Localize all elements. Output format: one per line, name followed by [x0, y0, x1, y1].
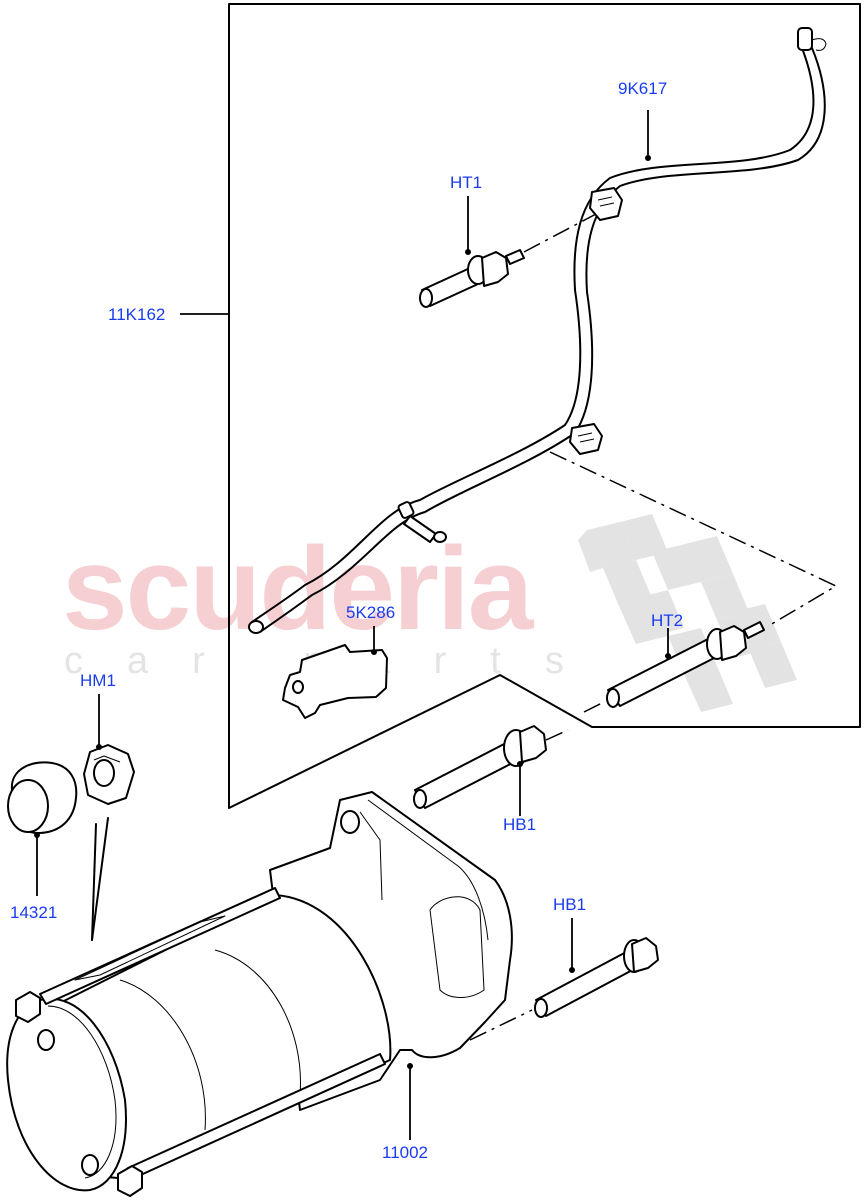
callout-ht1[interactable]: HT1: [450, 173, 483, 192]
hose-connector-upper: [589, 187, 623, 221]
callout-11k162[interactable]: 11K162: [108, 305, 166, 324]
callout-hb1-lower[interactable]: HB1: [553, 895, 587, 914]
callout-5k286[interactable]: 5K286: [346, 603, 396, 622]
bolt-hb1-lower[interactable]: [469, 937, 659, 1041]
kit-11k162-frame: [180, 3, 861, 809]
nut-hm1[interactable]: [83, 744, 135, 805]
checker-flag-watermark: [578, 514, 797, 712]
cap-14321[interactable]: [7, 761, 78, 835]
starter-motor-11002[interactable]: [6, 791, 513, 1197]
hose-9k617[interactable]: [248, 27, 827, 634]
stud-ht1[interactable]: [419, 213, 597, 308]
callout-ht2[interactable]: HT2: [651, 611, 684, 630]
hose-tee-branch: [397, 501, 447, 543]
callout-9k617[interactable]: 9K617: [618, 79, 668, 98]
callout-hb1-upper[interactable]: HB1: [503, 815, 537, 834]
hose-connector-lower: [569, 423, 603, 455]
stud-ht2[interactable]: [583, 621, 765, 713]
callout-hm1[interactable]: HM1: [80, 671, 116, 690]
watermark-scuderia: scuderia: [62, 523, 533, 655]
callout-14321[interactable]: 14321: [10, 903, 58, 922]
callout-11002[interactable]: 11002: [382, 1143, 429, 1162]
bolt-hb1-upper[interactable]: [413, 725, 569, 809]
bracket-5k286[interactable]: [282, 644, 388, 719]
